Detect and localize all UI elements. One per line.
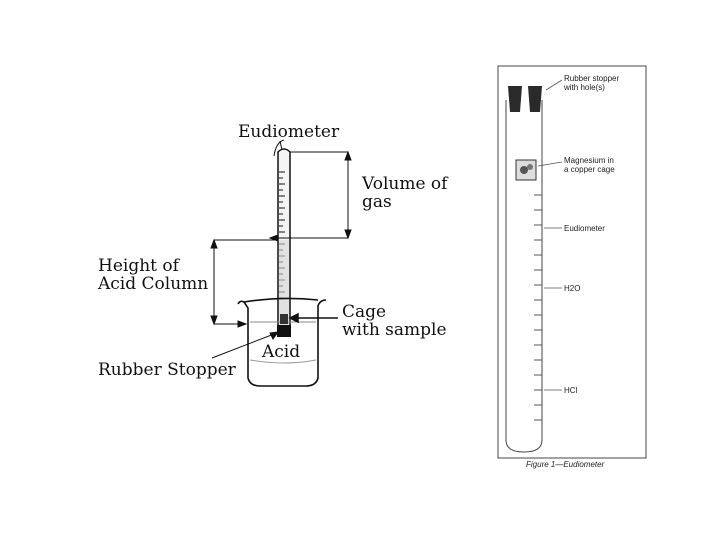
volume-label-line1: Volume of <box>362 174 448 194</box>
figure-magnesium-label: Magnesium in a copper cage <box>564 156 615 174</box>
cage-label-line2: with sample <box>342 319 447 340</box>
stopper-arrow <box>211 331 280 359</box>
cage-with-sample-label: Cage with sample <box>342 302 447 340</box>
figure-stopper-label: Rubber stopper with hole(s) <box>564 74 619 92</box>
figure-frame <box>497 65 647 459</box>
figure-eudiometer-label: Eudiometer <box>564 224 605 233</box>
figure-stopper-line1: Rubber stopper <box>564 74 620 83</box>
figure-magnesium-line1: Magnesium in <box>564 156 614 165</box>
cage-arrow <box>288 312 338 324</box>
cage-shape <box>280 314 288 324</box>
figure-caption: Figure 1—Eudiometer <box>526 460 605 469</box>
height-of-acid-label: Height of Acid Column <box>98 256 209 294</box>
height-bracket <box>210 238 278 328</box>
acid-label: Acid <box>262 342 301 362</box>
figure-hcl-label: HCl <box>564 386 578 395</box>
figure-tube <box>505 100 543 453</box>
tube-liquid <box>279 240 289 328</box>
eudiometer-label: Eudiometer <box>238 122 340 142</box>
figure-magnesium-line2: a copper cage <box>564 165 615 175</box>
height-label-line2: Acid Column <box>98 273 209 294</box>
volume-label-line2: gas <box>362 191 392 212</box>
rubber-stopper-shape <box>277 325 291 337</box>
figure-water-label: H2O <box>564 284 581 293</box>
volume-of-gas-label: Volume of gas <box>362 174 448 212</box>
rubber-stopper-label: Rubber Stopper <box>98 360 236 380</box>
figure-stopper-line2: with hole(s) <box>564 83 605 93</box>
figure-graduations <box>534 194 542 421</box>
height-label-line1: Height of <box>98 256 179 276</box>
cage-label-line1: Cage <box>342 302 387 322</box>
figure-stopper <box>508 86 542 112</box>
figure-pointers <box>537 79 563 391</box>
beaker <box>237 297 327 387</box>
